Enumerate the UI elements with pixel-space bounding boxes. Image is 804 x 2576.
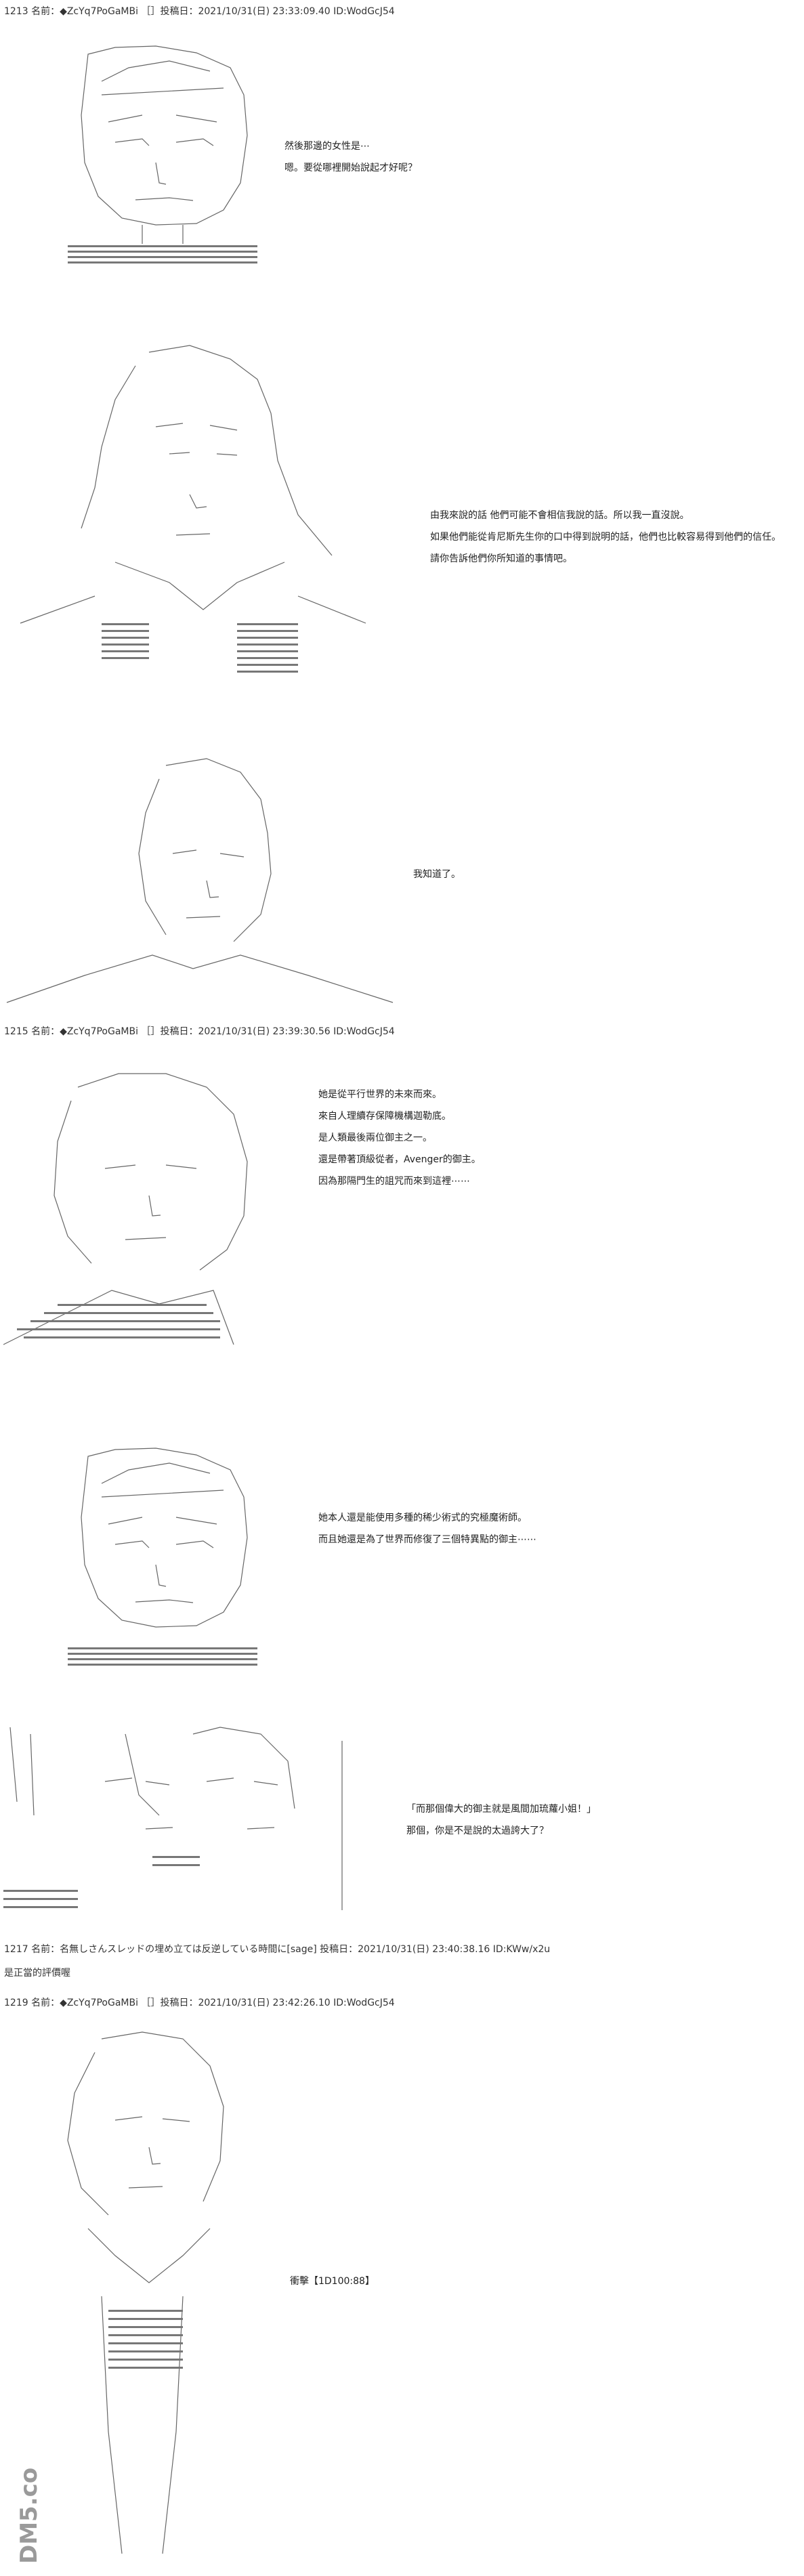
ascii-art-5 (61, 1443, 271, 1673)
character-art-7 (67, 2031, 224, 2554)
ascii-art-2 (14, 339, 373, 718)
ascii-art-4 (3, 1060, 274, 1385)
dialogue-line: 由我來說的話 他們可能不會相信我說的話。所以我一直沒說。 (430, 510, 690, 521)
dialogue-line: 還是帶著頂級從者，Avenger的御主。 (318, 1154, 481, 1165)
dialogue-panel-2: 由我來說的話 他們可能不會相信我說的話。所以我一直沒說。 如果他們能從肯尼斯先生… (430, 505, 781, 570)
dialogue-1219: 衝擊【1D100:88】 (290, 2271, 375, 2292)
ascii-art-6 (3, 1720, 349, 1924)
dialogue-line: 嗯。要從哪裡開始說起才好呢？ (284, 163, 417, 173)
dialogue-line: 如果他們能從肯尼斯先生你的口中得到說明的話，他們也比較容易得到他們的信任。 (430, 532, 781, 543)
post-header-1217: 1217 名前：名無しさんスレッドの埋め立ては反逆している時間に[sage] 投… (4, 1944, 551, 1955)
post-header-1213: 1213 名前：◆ZcYq7PoGaMBi ［］投稿日：2021/10/31(日… (4, 6, 395, 17)
dialogue-line: 那個，你是不是說的太過誇大了？ (406, 1825, 549, 1836)
dialogue-line: 「而那個偉大的御主就是風間加琉蘿小姐！」 (406, 1804, 596, 1815)
dialogue-line: 來自人理續存保障機構迦勒底。 (318, 1111, 451, 1122)
character-art-2 (20, 345, 366, 673)
character-art-5 (68, 1448, 257, 1666)
ascii-art-1 (61, 41, 271, 271)
character-art-6 (3, 1727, 343, 1910)
character-art-4 (3, 1073, 248, 1345)
post-header-1215: 1215 名前：◆ZcYq7PoGaMBi ［］投稿日：2021/10/31(日… (4, 1026, 395, 1037)
dialogue-panel-3: 我知道了。 (413, 864, 461, 885)
dm5-watermark-logo: DM5.com (9, 2443, 50, 2567)
post-header-1219: 1219 名前：◆ZcYq7PoGaMBi ［］投稿日：2021/10/31(日… (4, 1998, 395, 2008)
dialogue-1213: 然後那邊的女性是⋯ 嗯。要從哪裡開始說起才好呢？ (284, 135, 417, 179)
character-art-1 (68, 45, 257, 263)
watermark-logo-icon: DM5.com (16, 2443, 43, 2564)
dialogue-line: 然後那邊的女性是⋯ (284, 141, 370, 152)
dialogue-panel-6: 「而那個偉大的御主就是風間加琉蘿小姐！」 那個，你是不是說的太過誇大了？ (406, 1798, 596, 1842)
dialogue-line: 是人類最後兩位御主之一。 (318, 1133, 432, 1143)
dialogue-line: 因為那隔門生的詛咒而來到這裡⋯⋯ (318, 1176, 470, 1187)
ascii-art-7 (47, 2025, 264, 2560)
watermark-text: DM5.com (16, 2466, 43, 2564)
ascii-art-3 (3, 752, 396, 1023)
dialogue-line: 而且她還是為了世界而修復了三個特異點的御主⋯⋯ (318, 1534, 536, 1545)
dialogue-line: 她本人還是能使用多種的稀少術式的究極魔術師。 (318, 1513, 527, 1523)
dialogue-line: 我知道了。 (413, 869, 461, 880)
dialogue-line: 她是從平行世界的未來而來。 (318, 1089, 442, 1100)
character-art-3 (6, 758, 394, 1003)
dialogue-line: 衝擊【1D100:88】 (290, 2276, 375, 2287)
post-body-1217: 是正當的評價喔 (4, 1968, 70, 1979)
dialogue-panel-5: 她本人還是能使用多種的稀少術式的究極魔術師。 而且她還是為了世界而修復了三個特異… (318, 1507, 536, 1550)
dialogue-line: 請你告訴他們你所知道的事情吧。 (430, 553, 572, 564)
dialogue-1215: 她是從平行世界的未來而來。 來自人理續存保障機構迦勒底。 是人類最後兩位御主之一… (318, 1084, 481, 1192)
